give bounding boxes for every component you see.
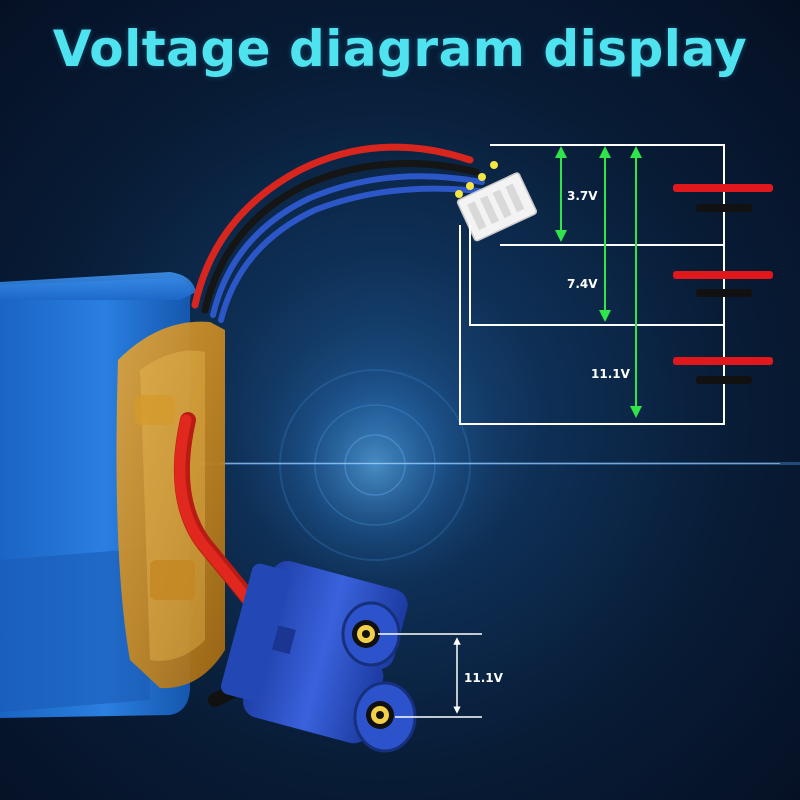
balance-plug — [455, 161, 538, 242]
voltage-label-7v4: 7.4V — [567, 277, 598, 291]
output-voltage-label: 11.1V — [464, 671, 504, 685]
cell-symbol-1 — [673, 184, 773, 212]
cell-symbol-3 — [673, 357, 773, 384]
headline: Voltage diagram display — [52, 20, 748, 78]
balance-voltage-diagram: 3.7V 7.4V 11.1V — [459, 144, 773, 425]
output-voltage-indicator: 11.1V — [378, 633, 504, 718]
background-glow — [200, 315, 800, 615]
diagram-line-outer — [459, 144, 725, 425]
balance-wires — [191, 143, 491, 323]
voltage-label-3v7: 3.7V — [567, 189, 598, 203]
cell-symbol-2 — [673, 271, 773, 297]
voltage-label-11v1: 11.1V — [591, 367, 631, 381]
xt-power-connector — [220, 560, 417, 753]
